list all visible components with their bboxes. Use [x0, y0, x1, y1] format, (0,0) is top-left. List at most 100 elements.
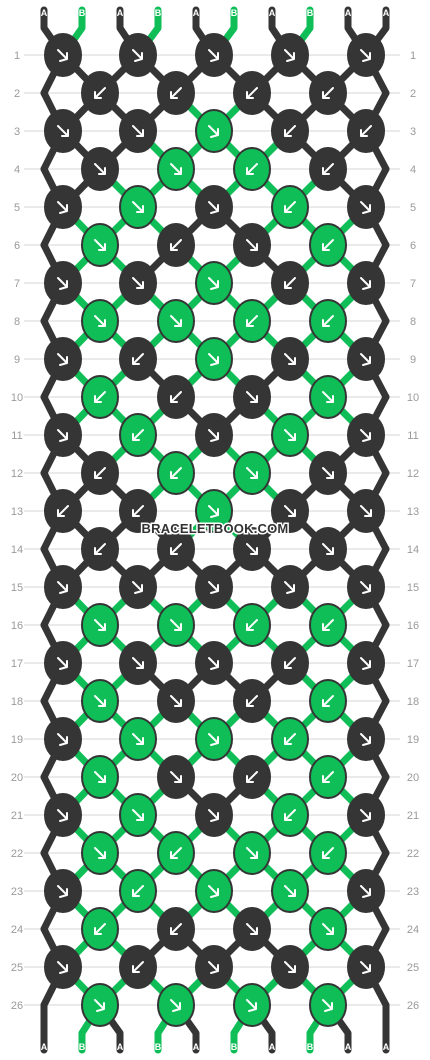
knot: [44, 793, 82, 837]
knot-arrow-icon: [246, 163, 258, 175]
bottom-string-label: B: [307, 1042, 314, 1052]
knot-arrow-icon: [132, 809, 144, 821]
row-number-right: 20: [407, 772, 419, 784]
knot: [233, 223, 271, 267]
knot: [81, 603, 119, 647]
knot-arrow-icon: [322, 391, 334, 403]
knot: [233, 451, 271, 495]
knot-arrow-icon: [284, 429, 296, 441]
knot-arrow-icon: [246, 847, 258, 859]
knot: [271, 641, 309, 685]
knot: [347, 337, 385, 381]
knot: [347, 565, 385, 609]
knot: [119, 945, 157, 989]
knot-arrow-icon: [132, 733, 144, 745]
knot: [309, 299, 347, 343]
knot-arrow-icon: [246, 695, 258, 707]
row-number-right: 1: [410, 50, 416, 62]
knot: [271, 33, 309, 77]
row-number-right: 16: [407, 620, 419, 632]
knot: [271, 793, 309, 837]
knot-arrow-icon: [208, 125, 219, 138]
row-number-left: 1: [14, 50, 20, 62]
knot-arrow-icon: [208, 49, 219, 62]
knot: [195, 869, 233, 913]
knot-arrow-icon: [322, 239, 334, 251]
knot-arrow-icon: [322, 619, 334, 631]
knot-arrow-icon: [284, 581, 295, 594]
knot-arrow-icon: [360, 581, 371, 594]
knot-arrow-icon: [94, 923, 106, 935]
bottom-string-label: A: [117, 1042, 124, 1052]
knot-arrow-icon: [284, 505, 296, 517]
knot: [195, 33, 233, 77]
top-string-label: B: [307, 8, 314, 18]
knot-arrow-icon: [94, 771, 106, 783]
knot-arrow-icon: [246, 315, 258, 327]
knot: [157, 375, 195, 419]
knot-arrow-icon: [170, 847, 182, 859]
row-number-right: 19: [407, 734, 419, 746]
row-number-left: 2: [14, 88, 20, 100]
knot: [309, 71, 347, 115]
knot: [347, 793, 385, 837]
row-number-left: 11: [11, 430, 22, 442]
knot-arrow-icon: [132, 657, 144, 669]
knot-arrow-icon: [322, 923, 334, 935]
knot: [157, 831, 195, 875]
knot: [347, 945, 385, 989]
knot-arrow-icon: [132, 961, 144, 973]
knot: [44, 565, 82, 609]
knot: [347, 717, 385, 761]
knot-arrow-icon: [322, 771, 334, 783]
knot-arrow-icon: [246, 999, 257, 1012]
knot: [271, 489, 309, 533]
knot-arrow-icon: [94, 847, 106, 859]
knot: [347, 641, 385, 685]
row-number-left: 4: [14, 164, 20, 176]
knot-arrow-icon: [360, 809, 371, 822]
knot-arrow-icon: [170, 771, 182, 783]
knot: [119, 641, 157, 685]
row-number-right: 26: [407, 1000, 419, 1012]
bottom-string-label: B: [231, 1042, 238, 1052]
knot: [309, 223, 347, 267]
knot-arrow-icon: [284, 49, 295, 62]
knot-arrow-icon: [208, 581, 219, 594]
row-number-right: 17: [407, 658, 419, 670]
knot-arrow-icon: [322, 87, 334, 99]
knot-arrow-icon: [284, 961, 296, 973]
bottom-string-label: A: [193, 1042, 200, 1052]
knot: [81, 451, 119, 495]
knot: [347, 489, 385, 533]
row-number-left: 15: [11, 582, 23, 594]
knot-arrow-icon: [94, 315, 106, 327]
knot-arrow-icon: [94, 695, 106, 707]
knot-arrow-icon: [208, 353, 219, 366]
knot-arrow-icon: [57, 429, 68, 442]
knot-arrow-icon: [94, 999, 105, 1012]
knot-arrow-icon: [246, 87, 258, 99]
row-number-right: 11: [407, 430, 418, 442]
knot: [309, 603, 347, 647]
knot: [44, 33, 82, 77]
knot: [309, 147, 347, 191]
knot: [81, 755, 119, 799]
knot: [347, 109, 385, 153]
knot: [81, 907, 119, 951]
knot: [195, 565, 233, 609]
knot-arrow-icon: [170, 87, 182, 99]
knot: [157, 223, 195, 267]
knot: [81, 527, 119, 571]
knot: [271, 413, 309, 457]
row-number-right: 3: [410, 126, 416, 138]
knot: [81, 983, 119, 1027]
knot-arrow-icon: [57, 49, 68, 62]
knot: [233, 299, 271, 343]
knot: [157, 983, 195, 1027]
row-number-right: 21: [407, 810, 419, 822]
knot: [44, 869, 82, 913]
knot: [44, 337, 82, 381]
knot: [195, 337, 233, 381]
